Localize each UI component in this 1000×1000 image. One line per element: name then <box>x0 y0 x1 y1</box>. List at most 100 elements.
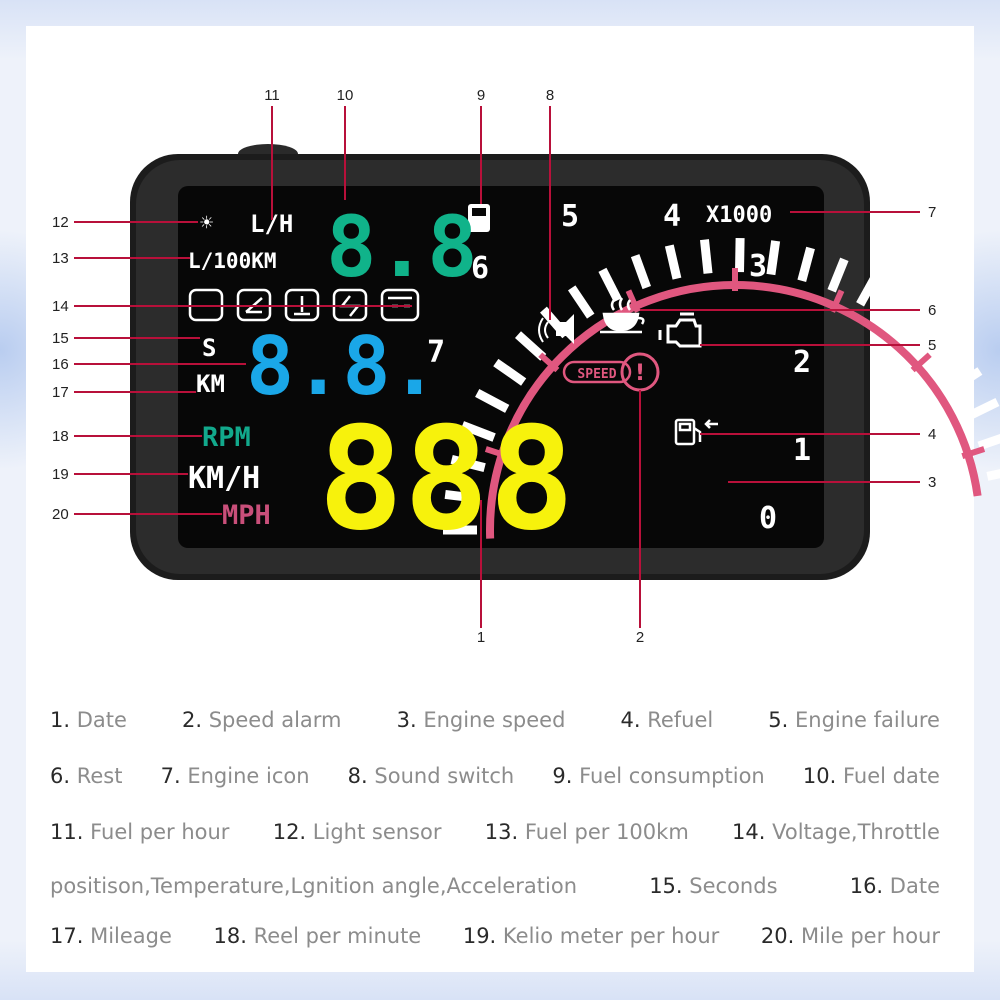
callout-18: 18 <box>52 428 69 445</box>
fuel-consumption-icon <box>468 204 490 232</box>
callout-8: 8 <box>546 87 554 104</box>
legend-row-5: 17. Mileage 18. Reel per minute 19. Keli… <box>50 924 940 948</box>
gauge-tick <box>856 272 881 307</box>
legend-item: 17. Mileage <box>50 924 172 948</box>
legend-item: 8. Sound switch <box>347 764 515 788</box>
callout-9: 9 <box>477 87 485 104</box>
speed-readout: 888 <box>318 397 574 562</box>
callout-13: 13 <box>52 250 69 267</box>
legend-item: 11. Fuel per hour <box>50 820 230 844</box>
legend-row-1: 1. Date 2. Speed alarm 3. Engine speed 4… <box>50 708 940 732</box>
legend-row-4: positison,Temperature,Lgnition angle,Acc… <box>50 874 940 898</box>
gauge-tick <box>664 244 682 280</box>
gauge-label-4: 4 <box>663 199 681 234</box>
gauge-tick <box>444 489 480 504</box>
legend-row-3: 11. Fuel per hour 12. Light sensor 13. F… <box>50 820 940 844</box>
light-sensor-icon: ☀ <box>200 211 213 236</box>
date-readout: 8.8. <box>246 320 439 413</box>
legend-item: 3. Engine speed <box>396 708 566 732</box>
callout-3: 3 <box>928 474 936 491</box>
unit-kmh: KM/H <box>188 461 260 496</box>
callout-19: 19 <box>52 466 69 483</box>
gauge-label-1: 1 <box>793 433 811 468</box>
sound-switch-icon <box>538 314 574 344</box>
gauge-label-0: 0 <box>759 501 777 536</box>
callout-lines <box>74 106 920 628</box>
refuel-icon <box>674 418 718 446</box>
gauge-arc <box>486 281 982 539</box>
legend-item: 2. Speed alarm <box>181 708 342 732</box>
hud-diagram: 0 1 2 3 4 5 6 7 ☀ L/H L/100KM S KM RPM K… <box>52 87 1000 646</box>
gauge-tick <box>986 469 1000 481</box>
callout-6: 6 <box>928 302 936 319</box>
legend-item: 10. Fuel date <box>802 764 940 788</box>
legend-item: 1. Date <box>50 708 127 732</box>
rpm-gauge <box>443 237 1000 539</box>
gauge-tick <box>567 285 595 319</box>
speed-alarm-text: SPEED <box>577 367 616 382</box>
legend-item: 12. Light sensor <box>272 820 442 844</box>
legend-item: 9. Fuel consumption <box>552 764 765 788</box>
gauge-label-2: 2 <box>793 345 811 380</box>
unit-l100km: L/100KM <box>188 249 277 273</box>
gauge-tick <box>450 454 486 472</box>
callout-14: 14 <box>52 298 69 315</box>
gauge-tick <box>797 246 815 282</box>
legend-item: 19. Kelio meter per hour <box>462 924 720 948</box>
callout-20: 20 <box>52 506 69 523</box>
gauge-tick <box>460 421 496 442</box>
callout-11: 11 <box>264 87 280 104</box>
rest-coffee-icon <box>600 297 645 334</box>
gauge-tick <box>766 240 781 276</box>
gauge-tick <box>700 239 713 274</box>
unit-rpm: RPM <box>202 422 251 453</box>
legend-item: 6. Rest <box>50 764 123 788</box>
legend-item: positison,Temperature,Lgnition angle,Acc… <box>50 874 577 898</box>
gauge-tick <box>475 388 510 413</box>
alarm-exclamation-icon: ! <box>635 361 645 386</box>
callout-16: 16 <box>52 356 69 373</box>
gauge-tick <box>977 433 1000 451</box>
legend-item: 16. Date <box>849 874 940 898</box>
gauge-tick <box>948 367 983 394</box>
gauge-tick <box>630 254 651 290</box>
callout-2: 2 <box>636 629 644 646</box>
gauge-label-3: 3 <box>749 249 767 284</box>
gauge-tick <box>929 338 962 368</box>
legend-item: 7. Engine icon <box>160 764 310 788</box>
legend: 1. Date 2. Speed alarm 3. Engine speed 4… <box>0 690 1000 960</box>
engine-failure-icon <box>658 312 702 348</box>
legend-item: 5. Engine failure <box>768 708 940 732</box>
gauge-tick <box>735 237 745 273</box>
gauge-tick <box>493 358 527 386</box>
legend-item: 13. Fuel per 100km <box>484 820 689 844</box>
callout-12: 12 <box>52 214 69 231</box>
gauge-label-6: 6 <box>471 251 489 286</box>
gauge-label-5: 5 <box>561 199 579 234</box>
callout-1: 1 <box>477 629 485 646</box>
legend-row-2: 6. Rest 7. Engine icon 8. Sound switch 9… <box>50 764 940 788</box>
legend-item: 4. Refuel <box>620 708 714 732</box>
legend-item: 20. Mile per hour <box>760 924 940 948</box>
legend-item: 18. Reel per minute <box>213 924 422 948</box>
callout-15: 15 <box>52 330 69 347</box>
gauge-tick <box>514 331 547 361</box>
callout-17: 17 <box>52 384 69 401</box>
gauge-tick <box>827 257 849 293</box>
unit-x1000: X1000 <box>706 203 772 228</box>
callout-7: 7 <box>928 204 936 221</box>
legend-item: 15. Seconds <box>649 874 778 898</box>
legend-item: 14. Voltage,Throttle <box>732 820 940 844</box>
unit-km: KM <box>196 370 225 398</box>
callout-4: 4 <box>928 426 936 443</box>
gauge-tick <box>883 291 911 324</box>
gauge-tick <box>598 267 622 303</box>
gauge-label-7: 7 <box>427 335 445 370</box>
unit-seconds: S <box>202 334 216 362</box>
callout-10: 10 <box>337 87 354 104</box>
unit-mph: MPH <box>222 500 271 531</box>
fuel-readout: 8.8 <box>326 198 478 296</box>
gauge-tick <box>964 397 1000 421</box>
gauge-tick <box>907 313 938 345</box>
callout-5: 5 <box>928 337 936 354</box>
